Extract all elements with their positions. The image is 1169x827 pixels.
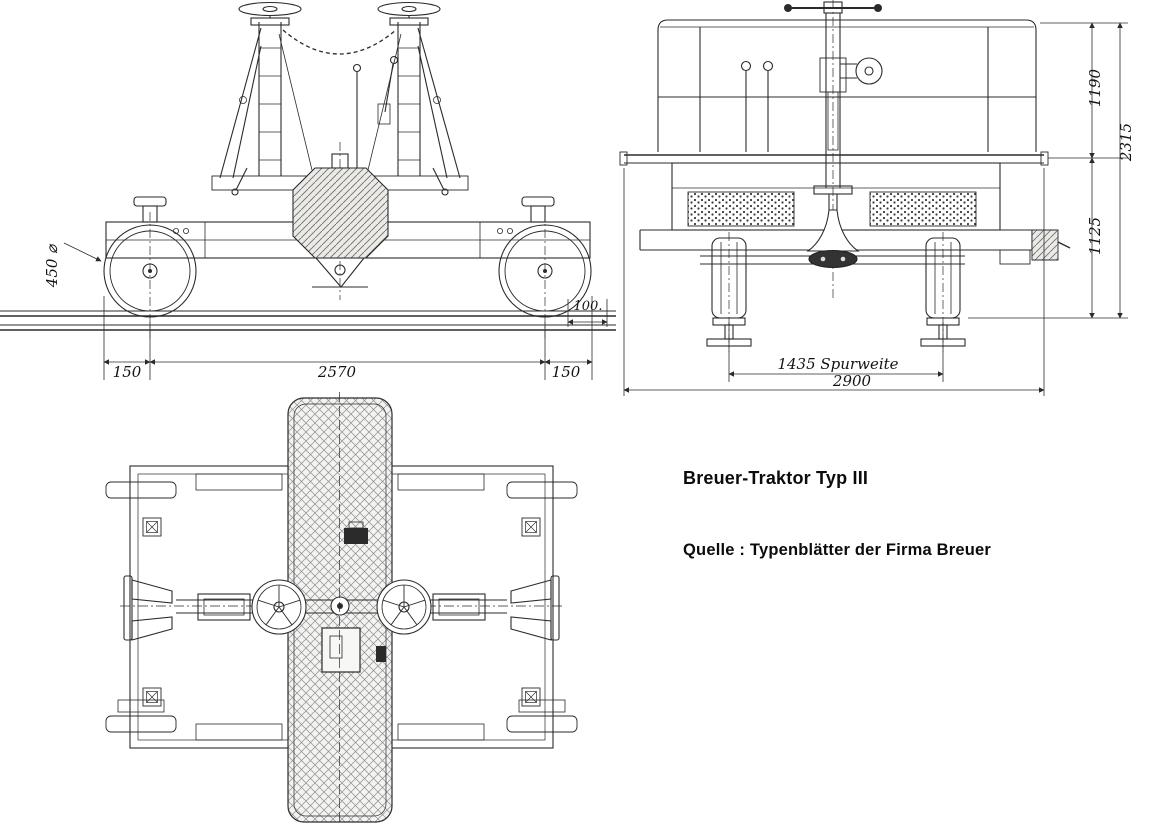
plan-corner-bolts xyxy=(142,517,541,707)
engine-block xyxy=(292,153,389,288)
dim-wheel-diameter: 450 ⌀ xyxy=(43,243,61,288)
plan-right-buffer xyxy=(510,575,560,641)
drawing-source: Quelle : Typenblätter der Firma Breuer xyxy=(683,541,992,559)
left-handwheel-icon xyxy=(238,1,302,18)
dim-platform-height: 1125 xyxy=(1086,217,1104,255)
plan-handwheels xyxy=(250,392,432,824)
dim-track-gauge: 1435 Spurweite xyxy=(777,355,898,373)
dim-wheelbase: 2570 xyxy=(317,363,357,381)
plan-right-handwheel-icon xyxy=(376,579,432,635)
side-view-dimensions: 150 2570 150 100. 450 ⌀ xyxy=(43,242,608,381)
right-handwheel-icon xyxy=(377,1,441,18)
side-view-levers xyxy=(231,55,449,196)
side-view-right-wheel xyxy=(498,224,592,318)
walkway-connector xyxy=(344,528,368,544)
dim-right-overhang: 150 xyxy=(552,363,581,381)
side-view xyxy=(0,1,616,338)
side-view-left-wheel xyxy=(103,224,197,318)
dim-rail-clearance: 100. xyxy=(574,299,603,314)
dim-total-height: 2315 xyxy=(1117,123,1135,162)
side-view-rails xyxy=(0,310,616,331)
side-view-stays xyxy=(219,27,461,179)
end-view-body xyxy=(671,162,1001,231)
side-view-left-mast xyxy=(238,1,302,176)
side-view-left-buffer xyxy=(133,196,167,223)
perforated-panel-right xyxy=(869,191,977,227)
dim-left-overhang: 150 xyxy=(113,363,142,381)
side-view-right-buffer xyxy=(521,196,555,223)
perforated-panel-left xyxy=(687,191,795,227)
coupler xyxy=(806,194,860,269)
chain-icon xyxy=(282,29,397,55)
end-view-dimensions: 1190 2315 1125 1435 Spurweite 2900 xyxy=(623,22,1135,396)
plan-left-buffer xyxy=(123,575,173,641)
end-view-wheels xyxy=(706,232,966,352)
end-view-railing xyxy=(657,19,1037,152)
walkway-hatch-door xyxy=(321,627,361,673)
drawing-title: Breuer-Traktor Typ III xyxy=(683,468,869,488)
horn-icon xyxy=(855,57,883,85)
plan-left-handwheel-icon xyxy=(251,579,307,635)
dim-overall-width: 2900 xyxy=(832,372,872,390)
end-view xyxy=(619,0,1071,352)
end-view-column xyxy=(784,1,883,195)
dim-railing-height: 1190 xyxy=(1086,68,1104,107)
